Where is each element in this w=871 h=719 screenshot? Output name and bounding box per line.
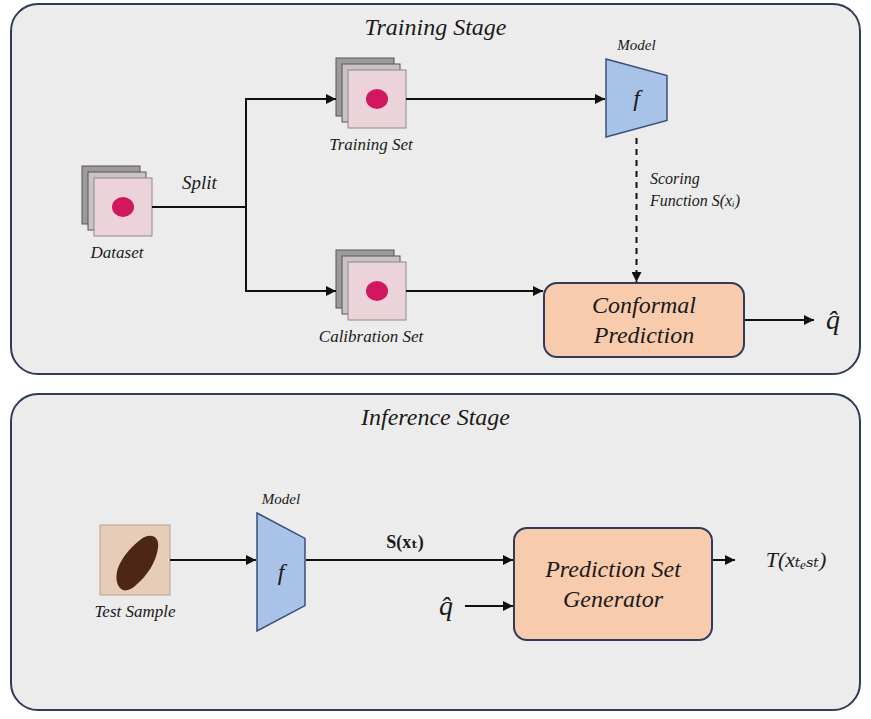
lesion	[117, 536, 159, 591]
stage-title: Training Stage	[12, 13, 859, 42]
process-box: Prediction Set Generator	[513, 527, 713, 641]
image-card	[348, 70, 406, 128]
output-value: q̂	[814, 297, 852, 344]
image-label: Calibration Set	[319, 327, 423, 347]
model-label: Model	[617, 36, 655, 54]
arrow-connector	[170, 559, 256, 561]
process-box: Conformal Prediction	[543, 282, 745, 358]
box-text: Prediction Set Generator	[531, 554, 696, 614]
arrow-connector	[306, 559, 513, 561]
arrow-connector	[152, 207, 336, 291]
arrow-connector	[465, 605, 513, 607]
edge-label: Scoring Function S(xᵢ)	[650, 168, 750, 211]
value-text: q̂	[826, 305, 840, 336]
box-text: Conformal Prediction	[569, 290, 719, 350]
trapezoid-shape	[257, 513, 305, 631]
input-value: q̂	[427, 583, 465, 630]
model-symbol: f	[605, 86, 668, 110]
arrow-connector	[713, 559, 735, 561]
image-label: Training Set	[329, 135, 413, 155]
test-image	[100, 525, 170, 595]
value-text: T(xₜₑₛₜ)	[766, 548, 827, 572]
value-text: q̂	[439, 591, 453, 622]
lesion	[366, 89, 388, 109]
image-label: Dataset	[91, 243, 144, 263]
lesion	[112, 197, 134, 217]
model-trapezoid: Modelf	[605, 58, 668, 138]
model-symbol: f	[256, 560, 306, 584]
model-label: Model	[262, 490, 300, 508]
arrow-connector	[406, 98, 605, 100]
arrow-connector	[152, 99, 336, 207]
model-trapezoid: Modelf	[256, 512, 306, 632]
edge-label: Split	[182, 170, 217, 196]
edge-label: S(xₜ)	[375, 530, 435, 554]
image-card	[348, 262, 406, 320]
image-card	[94, 178, 152, 236]
arrow-connector	[406, 290, 543, 292]
image-label: Test Sample	[94, 602, 175, 622]
lesion	[366, 281, 388, 301]
output-set: T(xₜₑₛₜ)	[735, 540, 857, 580]
trapezoid-shape	[606, 59, 667, 137]
stage-title: Inference Stage	[12, 403, 859, 432]
dashed-connector	[636, 138, 638, 282]
arrow-connector	[745, 319, 814, 321]
